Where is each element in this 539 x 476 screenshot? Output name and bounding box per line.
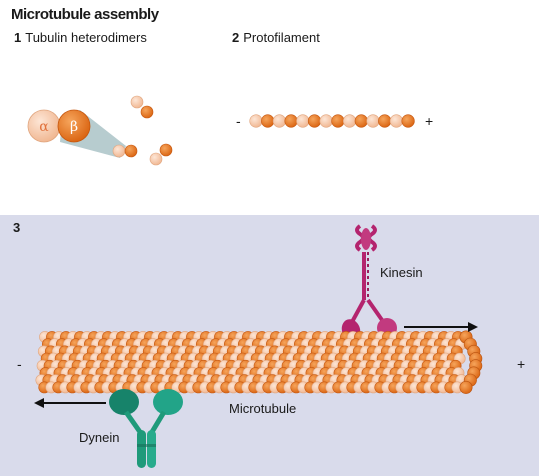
- protofilament-alpha-subunit: [272, 114, 287, 128]
- kinesin-motor: [341, 224, 397, 341]
- protofilament-beta-subunit: [378, 114, 392, 128]
- dynein-motor: [109, 389, 183, 468]
- protofilament-alpha-subunit: [343, 114, 357, 128]
- heterodimer-group: α β: [27, 95, 173, 166]
- protofilament-plus: +: [425, 113, 433, 129]
- protofilament-beta-subunit: [354, 114, 368, 128]
- free-beta-tubulin: [140, 105, 154, 119]
- microtubule-lattice: [35, 330, 483, 394]
- beta-symbol: β: [70, 119, 78, 135]
- microtubule-plus: +: [517, 356, 525, 372]
- microtubule-minus: -: [17, 356, 22, 372]
- protofilament-minus: -: [236, 113, 241, 129]
- protofilament: [249, 114, 415, 128]
- protofilament-alpha-subunit: [389, 114, 404, 128]
- protofilament-beta-subunit: [284, 114, 298, 128]
- protofilament-alpha-subunit: [319, 114, 333, 128]
- protofilament-alpha-subunit: [296, 114, 310, 128]
- kinesin-direction-arrow: [404, 322, 478, 332]
- section-3-number: 3: [13, 220, 21, 235]
- microtubule-label: Microtubule: [229, 401, 296, 416]
- protofilament-beta-subunit: [307, 114, 322, 128]
- dynein-direction-arrow: [34, 398, 106, 408]
- section-2-number: 2: [232, 30, 240, 45]
- section-1-label: Tubulin heterodimers: [25, 30, 147, 45]
- protofilament-beta-subunit: [331, 114, 345, 128]
- protofilament-alpha-subunit: [249, 114, 263, 128]
- section-1-number: 1: [14, 30, 22, 45]
- protofilament-beta-subunit: [261, 114, 275, 128]
- diagram-title: Microtubule assembly: [11, 6, 159, 23]
- free-alpha-tubulin: [149, 152, 163, 166]
- section-2-label: Protofilament: [243, 30, 320, 45]
- free-alpha-tubulin: [112, 144, 126, 158]
- protofilament-alpha-subunit: [366, 114, 380, 128]
- kinesin-label: Kinesin: [380, 265, 423, 280]
- protofilament-beta-subunit: [401, 114, 415, 128]
- microtubule-plus-end-subunit: [459, 380, 473, 394]
- free-beta-tubulin: [159, 143, 173, 157]
- alpha-symbol: α: [39, 119, 49, 135]
- free-alpha-tubulin: [130, 95, 144, 109]
- free-beta-tubulin: [124, 144, 138, 158]
- beta-tubulin-large: [57, 109, 91, 143]
- dynein-label: Dynein: [79, 430, 119, 445]
